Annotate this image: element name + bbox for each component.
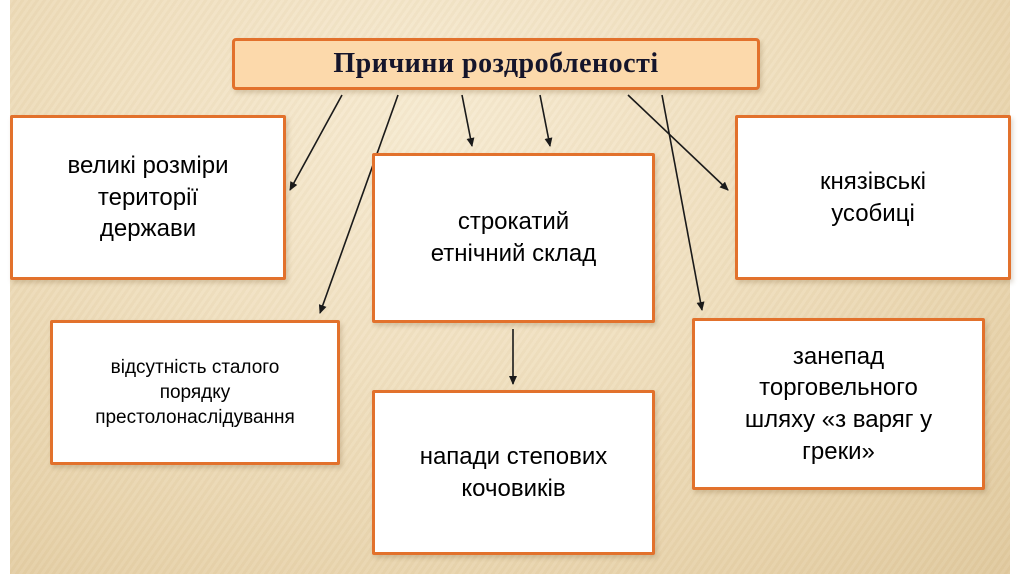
diagram-title: Причини роздробленості <box>333 47 659 79</box>
cause-box-nomads: напади степових кочовиків <box>372 390 655 555</box>
diagram-title-box: Причини роздробленості <box>232 38 760 90</box>
cause-label-nomads: напади степових кочовиків <box>419 442 608 502</box>
cause-label-succession: відсутність сталого порядку престолонасл… <box>95 356 295 429</box>
cause-label-ethnic: строкатий етнічний склад <box>430 208 597 267</box>
cause-box-feuds: князівські усобиці <box>735 115 1011 280</box>
cause-box-trade: занепад торговельного шляху «з варяг у г… <box>692 318 985 490</box>
cause-label-feuds: князівські усобиці <box>820 167 926 227</box>
cause-box-ethnic: строкатий етнічний склад <box>372 153 655 323</box>
cause-label-trade: занепад торговельного шляху «з варяг у г… <box>744 342 933 465</box>
cause-box-succession: відсутність сталого порядку престолонасл… <box>50 320 340 465</box>
cause-box-territory: великі розміри території держави <box>10 115 286 280</box>
cause-label-territory: великі розміри території держави <box>67 151 229 243</box>
